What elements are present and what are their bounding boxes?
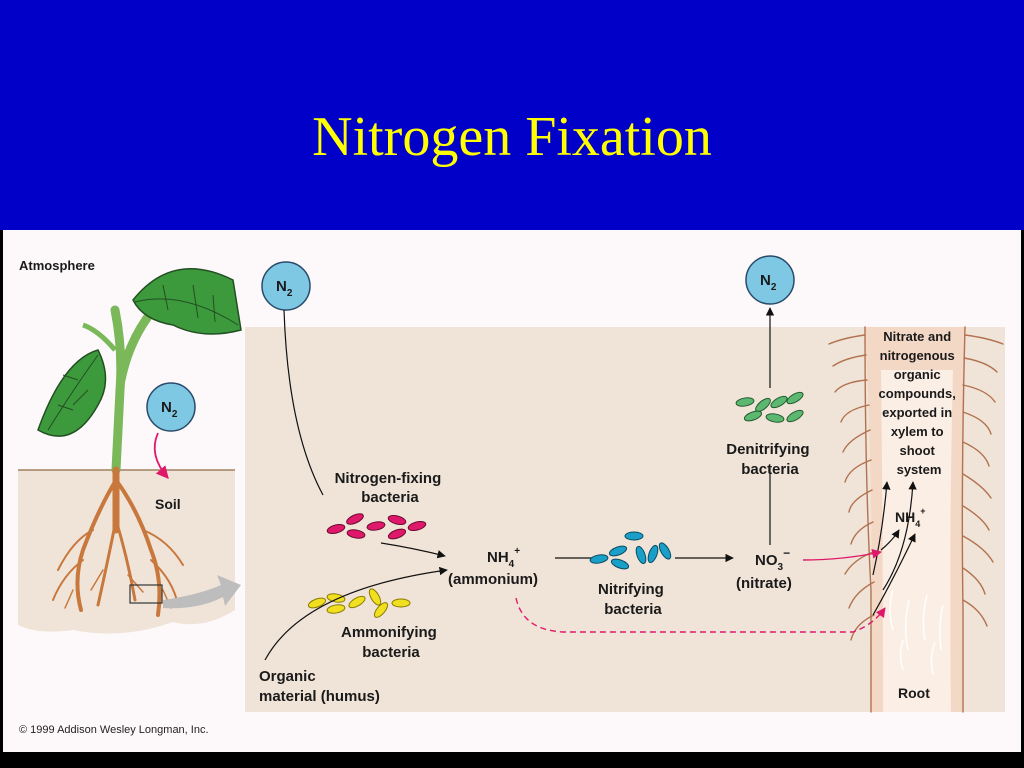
ammonium-to-root-dashed-arrow <box>515 597 886 633</box>
magnify-arrow <box>163 575 241 609</box>
nitrogen-cycle-diagram: Atmosphere N2 Soil N2 N2 Nitrogen-fixing… <box>18 255 1005 736</box>
nitrogen-fixing-bacteria-cells <box>326 513 427 540</box>
n2-atmosphere-circle: N2 <box>261 261 311 311</box>
slide-header: Nitrogen Fixation <box>0 0 1024 230</box>
humus-to-ammonium-arrow <box>264 566 448 661</box>
plant-illustration <box>37 268 242 475</box>
plant-roots <box>52 466 184 617</box>
root-label: Root <box>898 685 930 701</box>
root-cross-section <box>828 326 1004 713</box>
nitrogen-fixing-bacteria-label: Nitrogen-fixing bacteria <box>335 470 446 506</box>
fixing-to-ammonium-arrow <box>380 542 446 559</box>
root-inset-marker <box>129 584 163 604</box>
denitrifying-bacteria-label: Denitrifying bacteria <box>726 441 814 478</box>
svg-text:N2: N2 <box>276 278 293 299</box>
organic-material-label: Organic material (humus) <box>259 668 380 705</box>
soil-label: Soil <box>155 496 181 512</box>
n2-plant-circle: N2 <box>146 382 196 432</box>
root-uptake-arrows <box>872 481 917 616</box>
ammonifying-bacteria-cells <box>307 588 411 618</box>
ammonium-formula: NH4+ <box>487 546 520 570</box>
xylem-export-label: Nitrate and nitrogenous organic compound… <box>879 329 960 477</box>
svg-text:N2: N2 <box>760 272 777 293</box>
slide-title: Nitrogen Fixation <box>312 106 712 168</box>
nitrate-formula: NO3− <box>755 546 790 573</box>
leaf-right <box>132 268 242 335</box>
nitrifying-bacteria-label: Nitrifying bacteria <box>598 581 668 618</box>
n2-to-soil-arrow <box>153 432 169 479</box>
denitrifying-bacteria-cells <box>735 391 804 423</box>
nitrifying-bacteria-cells <box>589 531 672 570</box>
n2-released-circle: N2 <box>745 255 795 305</box>
nitrogen-cycle-figure: Atmosphere N2 Soil N2 N2 Nitrogen-fixing… <box>3 230 1021 752</box>
copyright-notice: © 1999 Addison Wesley Longman, Inc. <box>19 724 209 736</box>
nitrate-label: (nitrate) <box>736 575 792 592</box>
atmosphere-label: Atmosphere <box>19 258 95 273</box>
n2-fixation-arrow <box>283 309 324 496</box>
nitrate-to-root-arrow <box>802 549 882 561</box>
ammonium-label: (ammonium) <box>448 571 538 588</box>
svg-text:N2: N2 <box>161 399 178 420</box>
ammonifying-bacteria-label: Ammonifying bacteria <box>341 624 441 661</box>
